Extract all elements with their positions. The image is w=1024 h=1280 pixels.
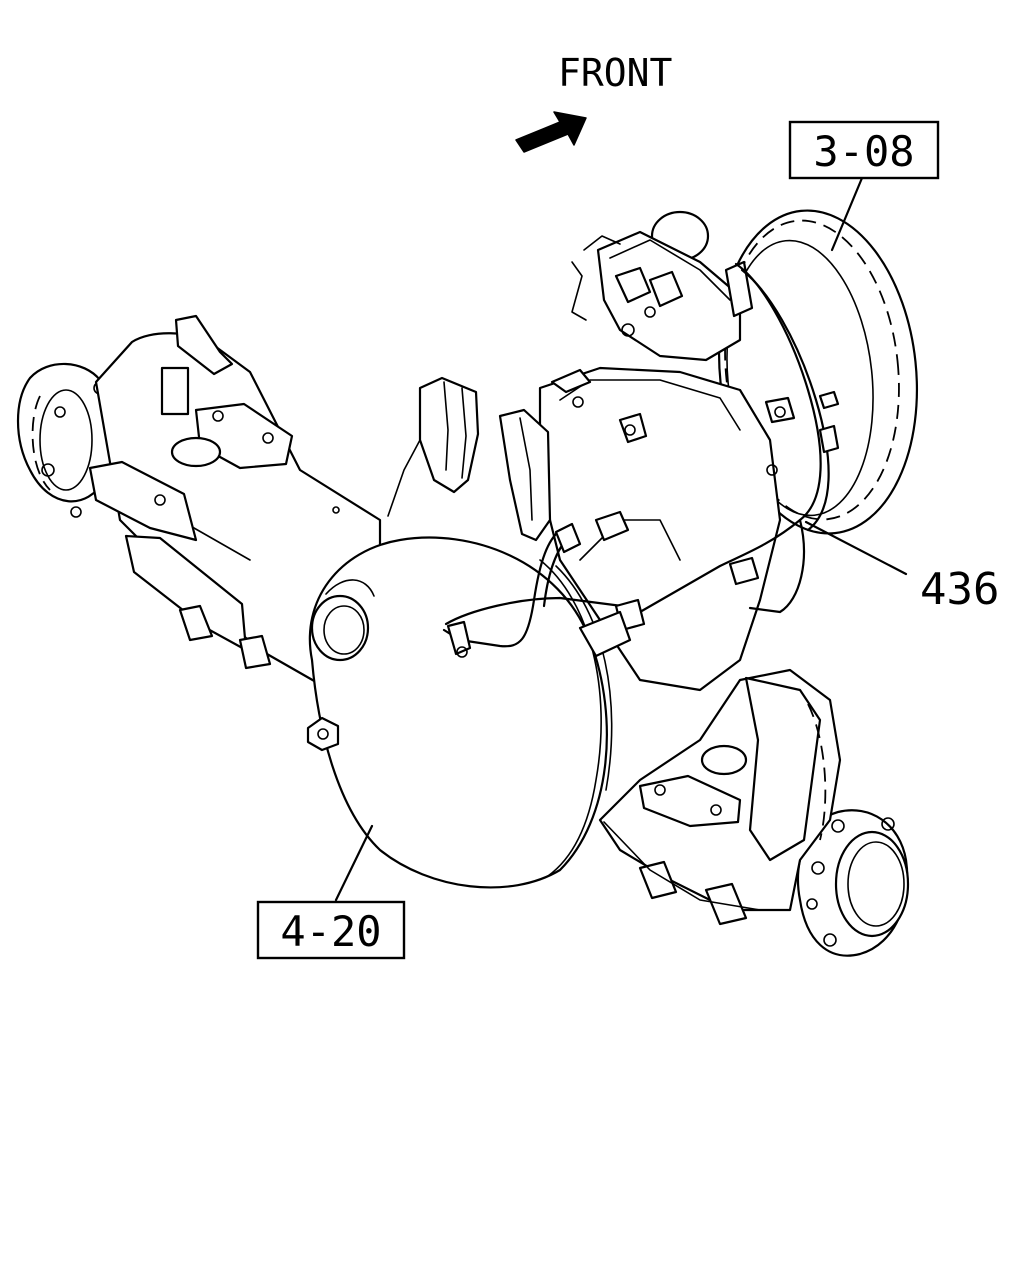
callout-3-08: 3-08: [788, 120, 940, 180]
arrow-right-icon: [515, 111, 587, 153]
front-indicator: FRONT: [515, 51, 672, 153]
brake-pipe-assembly: [442, 262, 840, 658]
spring-seat-brackets: [387, 376, 552, 542]
brake-valve-cluster: [571, 210, 754, 362]
axle-housing-left: [88, 314, 382, 692]
differential-cover: [306, 536, 613, 889]
axle-housing-right: [598, 668, 842, 926]
callout-4-20: 4-20: [256, 900, 406, 960]
differential-carrier: [538, 366, 796, 692]
callout-3-08-label: 3-08: [813, 127, 914, 176]
front-label: FRONT: [558, 51, 672, 95]
part-436-label: 436: [920, 564, 999, 615]
part-label-436: 436: [920, 564, 999, 615]
leader-lines: [334, 176, 908, 902]
callout-4-20-label: 4-20: [280, 907, 381, 956]
